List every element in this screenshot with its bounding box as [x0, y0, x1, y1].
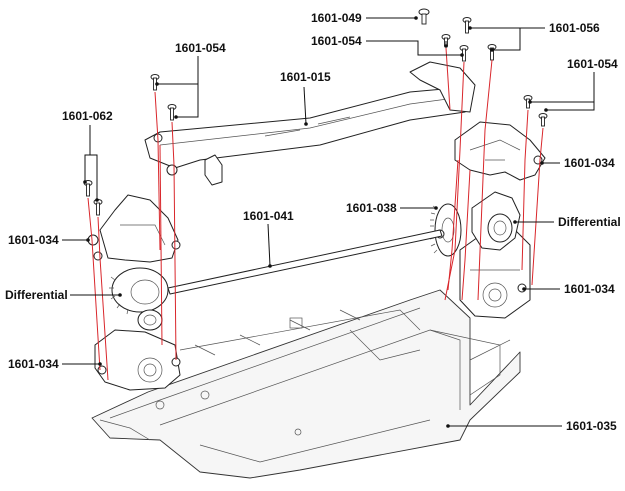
- chassis-tub: [91, 289, 521, 479]
- screw-1601-056-a: [462, 17, 472, 34]
- label-1601-035: 1601-035: [566, 419, 617, 433]
- top-brace: [144, 61, 476, 186]
- guide-line: [87, 197, 101, 371]
- right-gearbox-upper: [454, 121, 546, 181]
- label-1601-034-right-bottom: 1601-034: [564, 282, 615, 296]
- guide-line: [447, 159, 459, 291]
- screw-1601-054-right-b: [538, 113, 548, 127]
- leader-lines: [62, 17, 595, 427]
- label-1601-034-left-bottom: 1601-034: [8, 357, 59, 371]
- center-drive-shaft: [167, 229, 443, 295]
- screw-1601-049: [418, 8, 430, 25]
- label-1601-056: 1601-056: [549, 21, 600, 35]
- guide-line: [531, 127, 544, 286]
- part-labels: 1601-049 1601-054 1601-056 1601-054 1601…: [5, 11, 621, 433]
- left-differential: [109, 267, 169, 331]
- label-differential-left: Differential: [5, 288, 68, 302]
- screw-1601-054-right-a: [523, 95, 533, 109]
- guide-line: [445, 47, 451, 111]
- label-1601-054-top: 1601-054: [311, 34, 362, 48]
- screw-1601-054-left-a: [150, 74, 160, 91]
- label-differential-right: Differential: [558, 215, 621, 229]
- screw-1601-056-c: [487, 44, 497, 61]
- screw-1601-062-b: [93, 199, 103, 216]
- label-1601-054-left: 1601-054: [175, 41, 226, 55]
- guide-line: [97, 216, 109, 381]
- guide-line: [461, 169, 471, 301]
- label-1601-041: 1601-041: [243, 209, 294, 223]
- label-1601-038: 1601-038: [346, 201, 397, 215]
- label-1601-062: 1601-062: [62, 109, 113, 123]
- screws: [83, 8, 548, 216]
- label-1601-034-left-top: 1601-034: [8, 233, 59, 247]
- left-gearbox-upper: [87, 194, 181, 263]
- leader-dots: [83, 16, 548, 428]
- guide-line: [521, 109, 529, 271]
- label-1601-015: 1601-015: [280, 70, 331, 84]
- left-gearbox-lower: [94, 329, 181, 391]
- screw-1601-056-b: [459, 45, 469, 62]
- screw-1601-054-left-b: [167, 104, 177, 121]
- guide-line: [154, 91, 161, 251]
- guide-line: [477, 59, 493, 301]
- label-1601-034-right-top: 1601-034: [564, 156, 615, 170]
- right-differential: [471, 191, 521, 251]
- guide-line: [159, 144, 163, 346]
- label-1601-054-right: 1601-054: [567, 57, 618, 71]
- label-1601-049: 1601-049: [311, 11, 362, 25]
- assembly-guide-lines: [87, 47, 544, 381]
- guide-line: [171, 121, 177, 361]
